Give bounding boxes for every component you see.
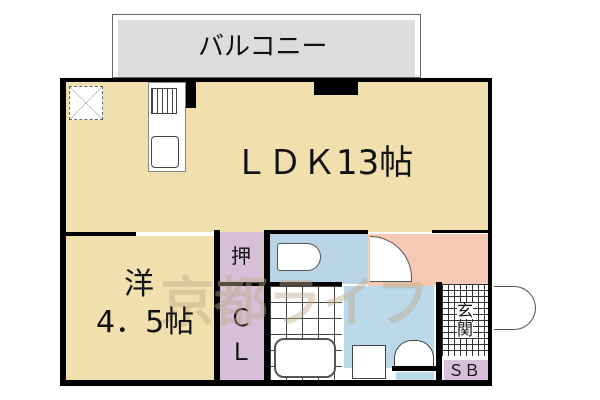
shoe-box-label: ＳＢ [448,361,481,380]
wall [60,380,492,386]
wall [220,282,342,286]
wall [314,78,358,95]
wall [214,230,220,380]
closet-label-c: Ｃ [229,304,253,332]
closet-label-l: Ｌ [229,338,253,366]
sink-icon [151,136,179,168]
wall [432,230,492,233]
wall [60,232,136,236]
storage-small [396,372,434,382]
western-room-label-1: 洋 [124,267,154,302]
wall [436,282,442,380]
wall [264,230,368,234]
shoe-box [444,360,488,382]
wall [264,230,270,380]
balcony-label: バルコニー [198,32,328,62]
bathtub-icon [274,338,336,378]
oshiire-label: 押 [231,244,251,268]
ldk-room [64,82,488,232]
entrance-label-1: 玄 [457,301,474,320]
oshiire [220,232,264,282]
entrance-label-2: 関 [457,320,474,339]
washing-machine-icon [352,345,386,379]
western-room-label-2: 4．5帖 [96,305,195,340]
stove-icon [151,88,177,114]
refrigerator-space [69,86,103,120]
balcony: バルコニー [112,14,421,78]
toilet-icon [277,243,321,271]
entrance [442,284,488,356]
western-room [66,236,214,380]
closet [220,286,264,380]
entrance-door[interactable] [494,286,536,330]
wall [186,78,196,108]
wall [392,366,436,371]
ldk-label: ＬＤＫ13帖 [234,143,414,183]
wall [60,78,492,82]
